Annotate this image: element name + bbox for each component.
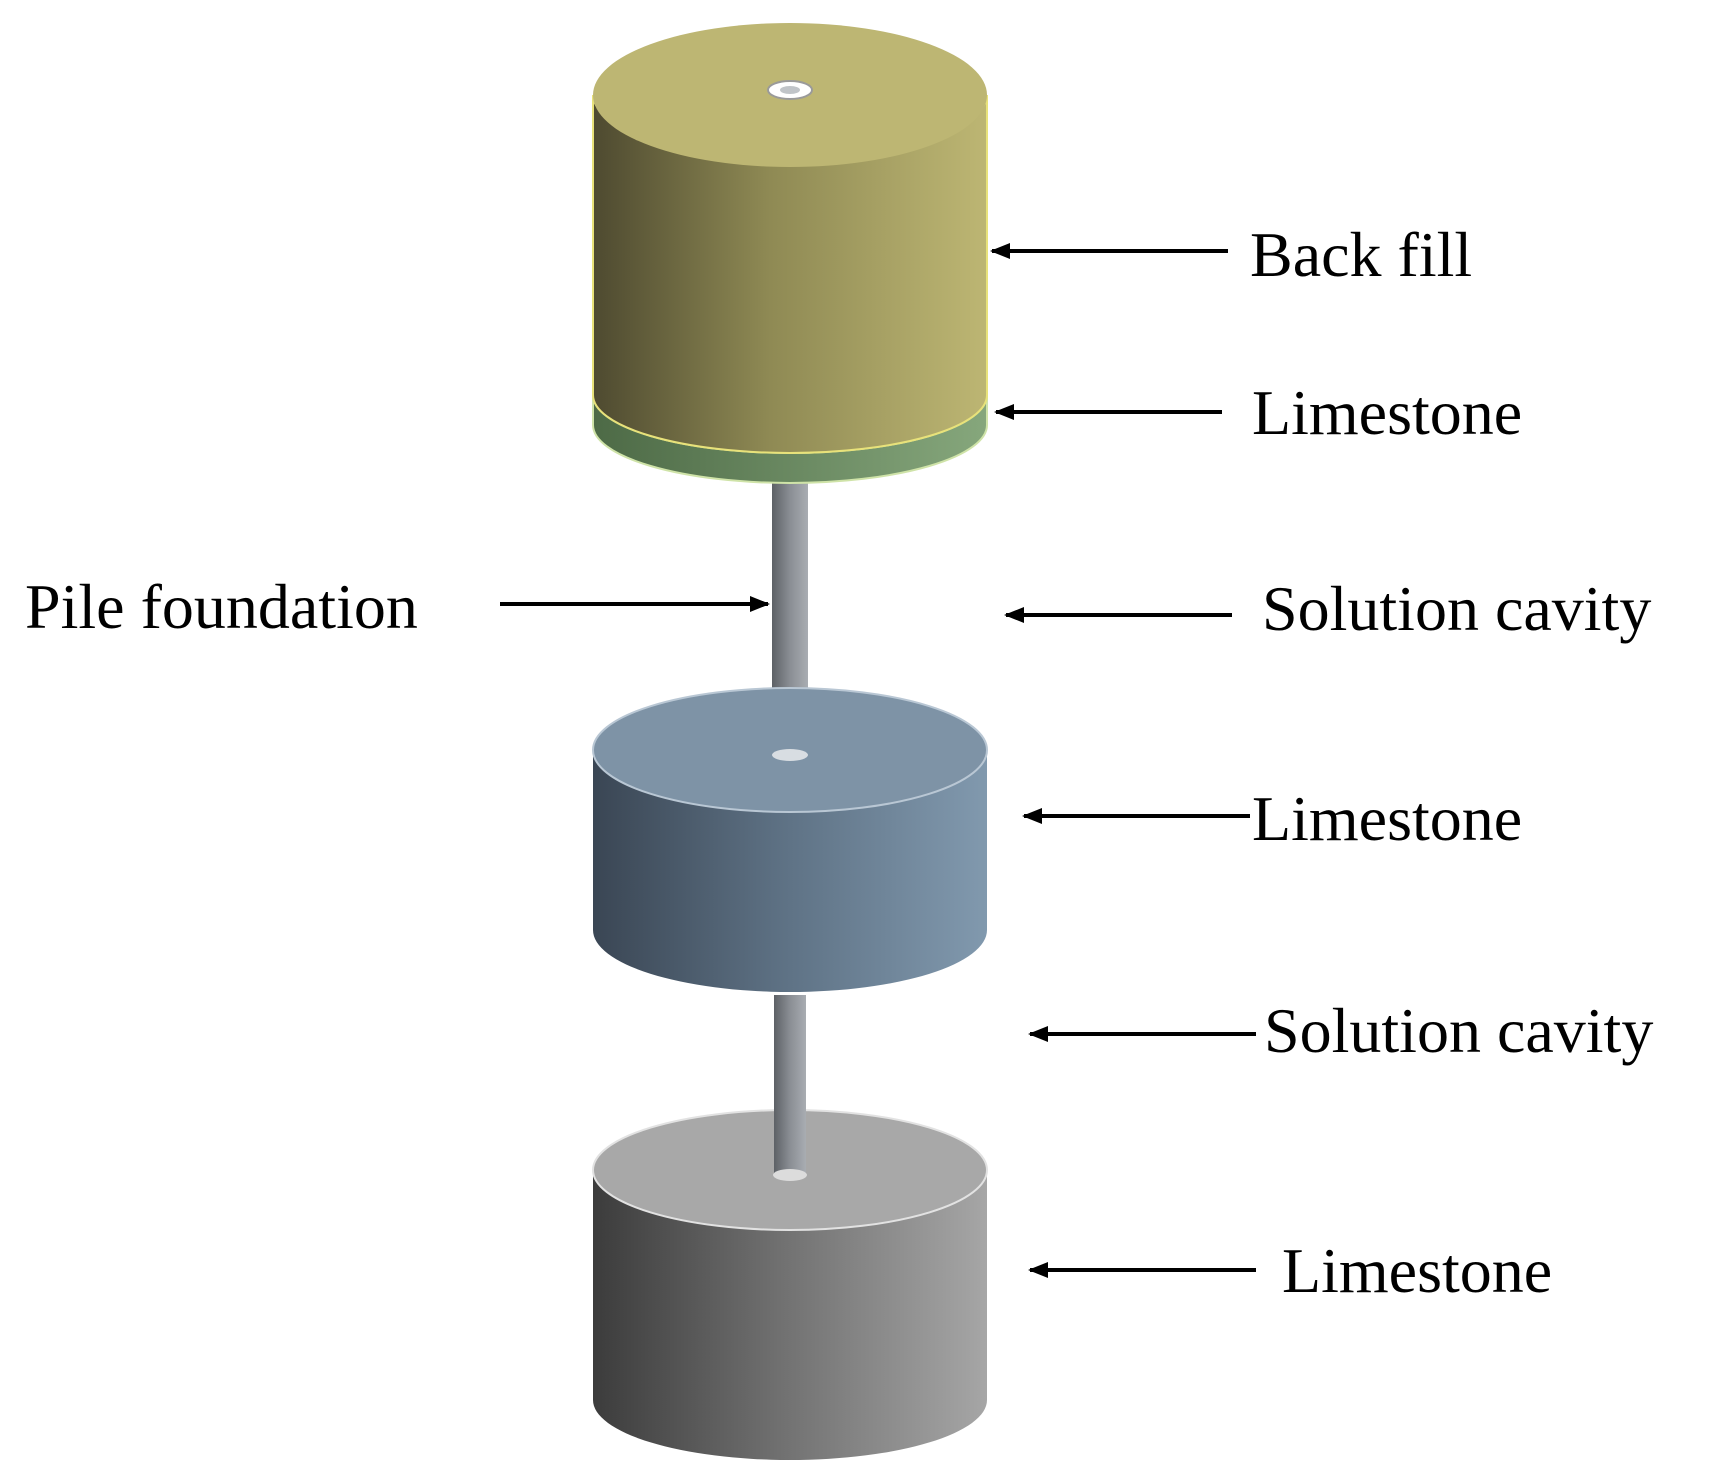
pile-segment-lower [773,995,807,1181]
label-limestone-middle: Limestone [1252,783,1522,854]
label-limestone-bottom: Limestone [1282,1235,1552,1306]
arrows [500,243,1256,1278]
label-solution-cavity-upper: Solution cavity [1262,573,1651,644]
label-back-fill: Back fill [1250,219,1472,290]
label-limestone-top: Limestone [1252,377,1522,448]
label-solution-cavity-lower: Solution cavity [1264,995,1653,1066]
limestone-middle-cylinder [592,687,988,992]
back-fill-cylinder [592,23,988,454]
label-pile-foundation: Pile foundation [25,571,418,642]
